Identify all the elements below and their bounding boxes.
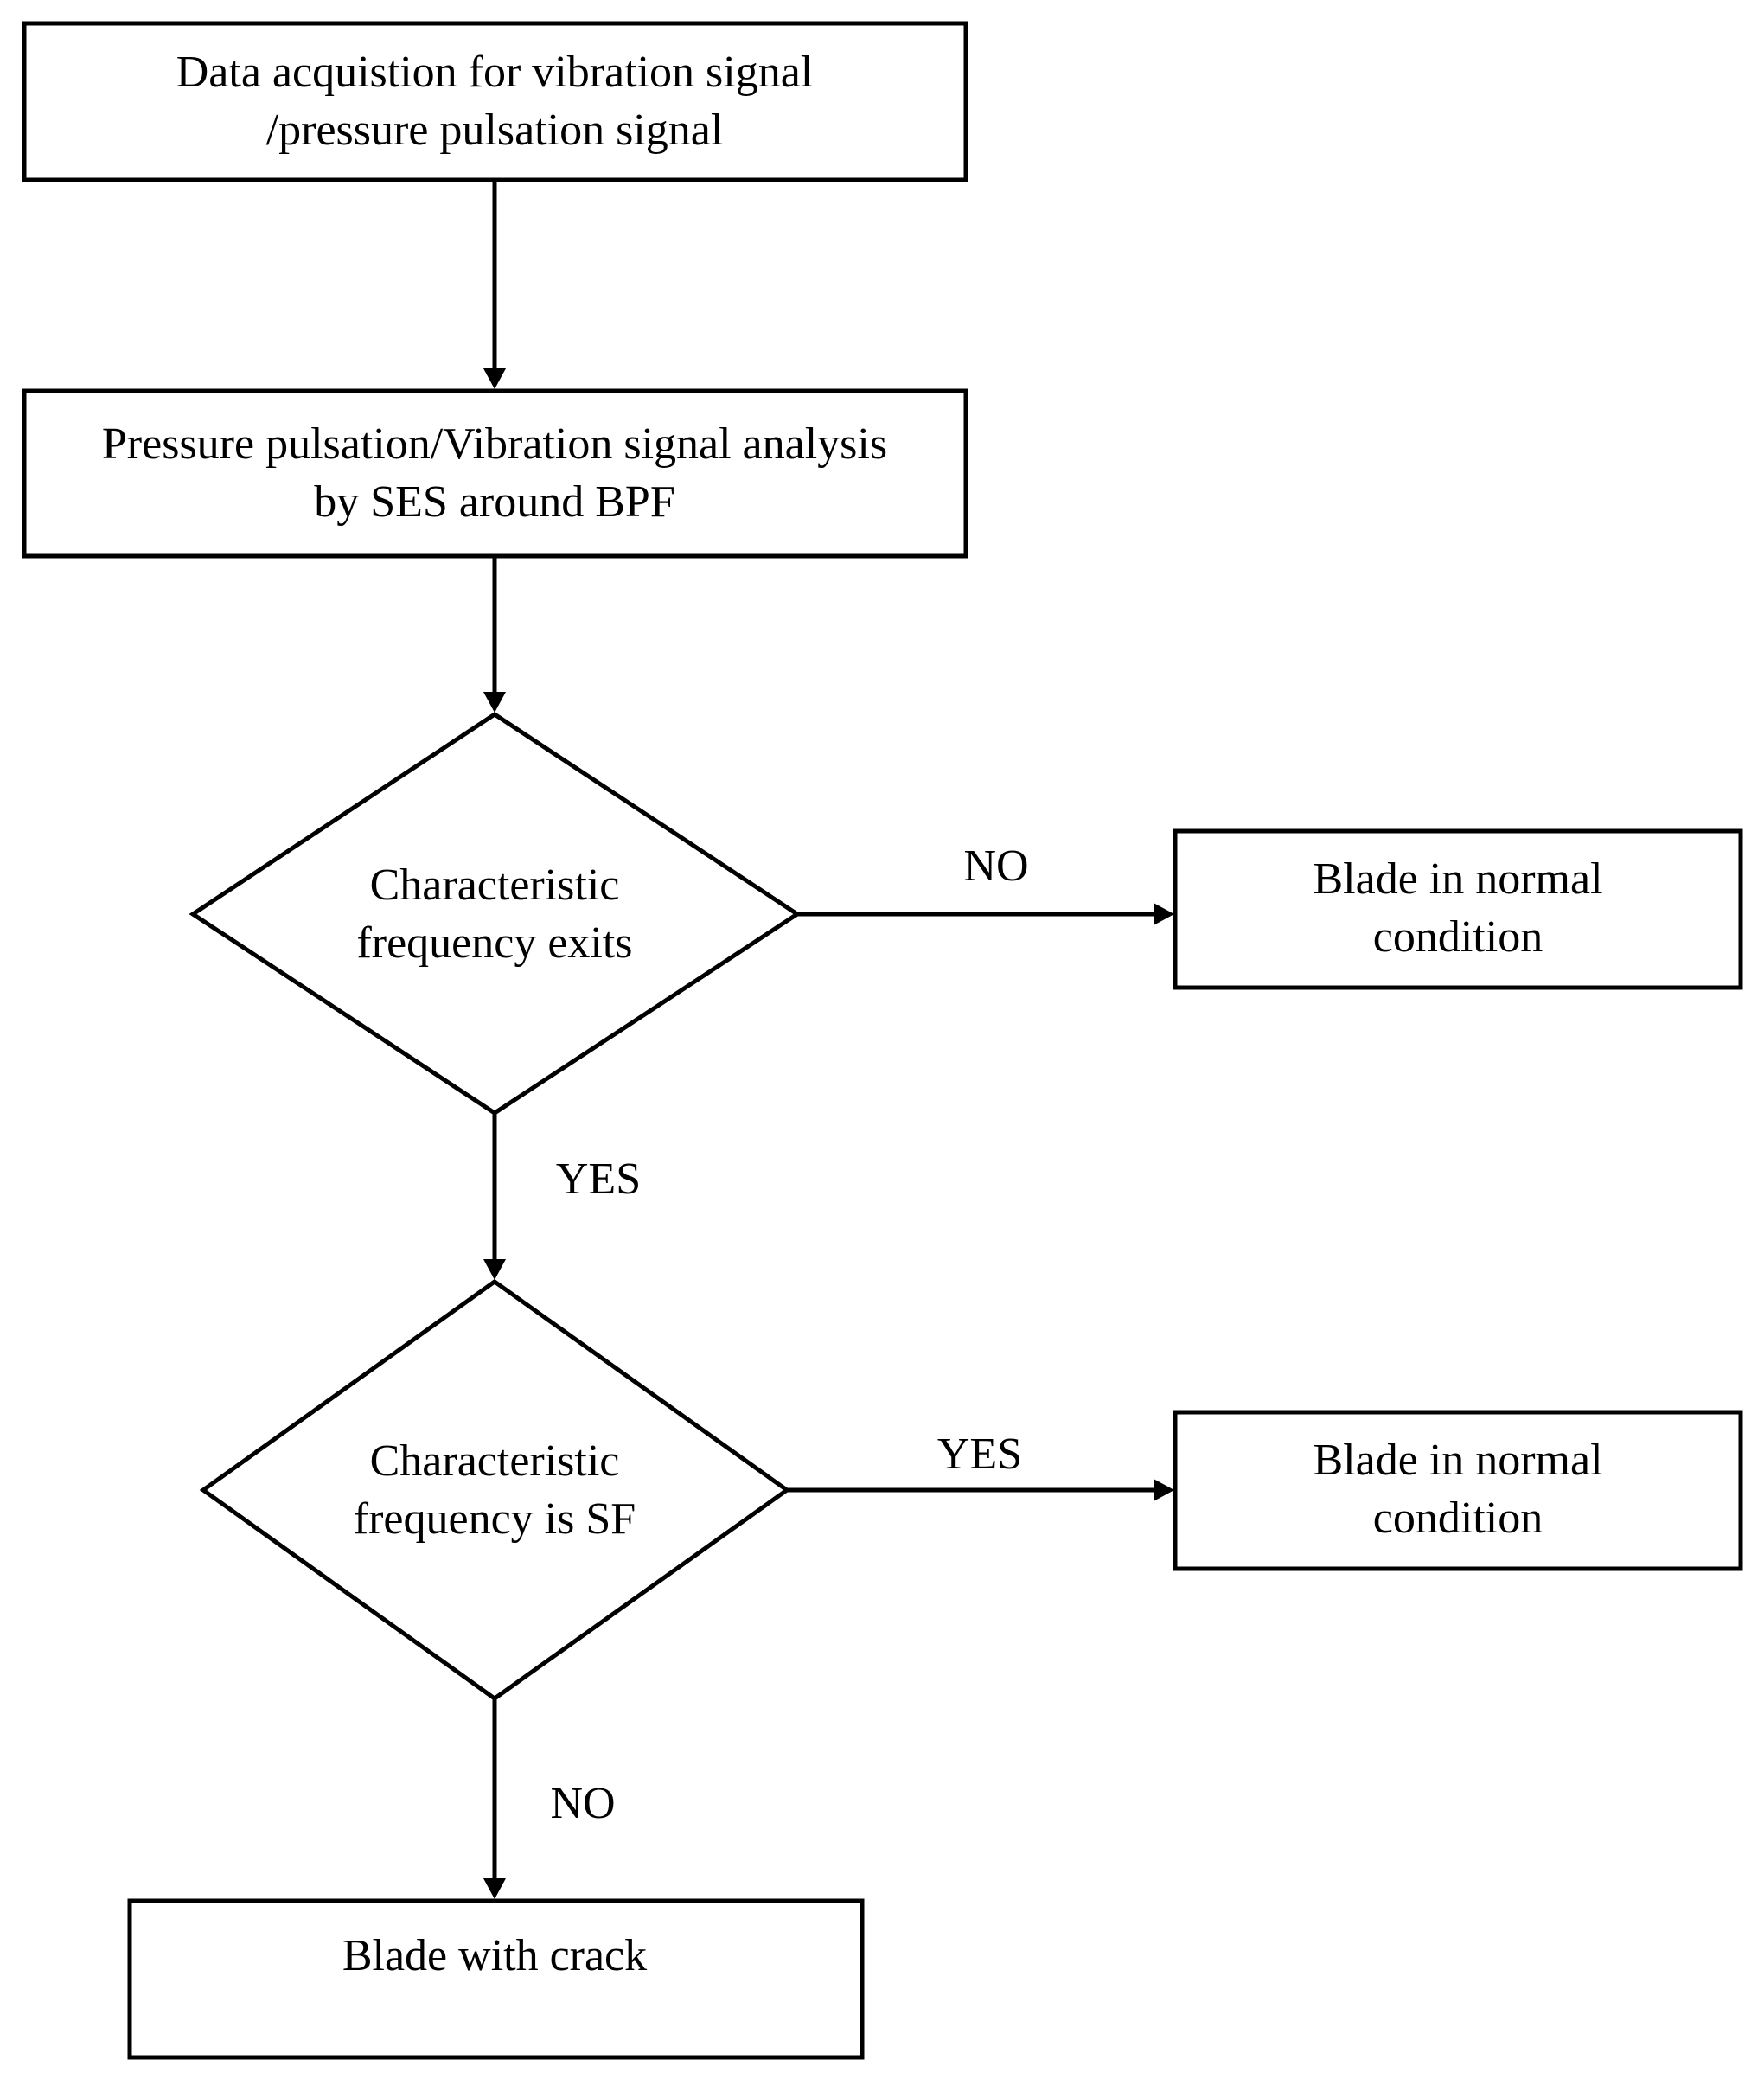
analysis-box: Pressure pulsation/Vibration signal anal… <box>22 388 968 559</box>
edge-label-sf-no: NO <box>550 1779 615 1828</box>
result-normal-1-label-line2: condition <box>1373 912 1543 962</box>
analysis-label-line2: by SES around BPF <box>314 477 675 527</box>
analysis-label-line1: Pressure pulsation/Vibration signal anal… <box>102 419 887 469</box>
result-normal-2-label-line2: condition <box>1373 1494 1543 1543</box>
acquisition-box: Data acquistion for vibration signal /pr… <box>22 21 968 182</box>
edge-label-exists-no: NO <box>963 841 1028 891</box>
edge-label-exists-yes: YES <box>556 1155 641 1204</box>
connector-decision-sf-yes <box>787 1479 1174 1501</box>
connector-decision-sf-no <box>483 1698 506 1899</box>
result-crack-box: Blade with crack <box>127 1898 865 2060</box>
connector-decision-exists-no <box>797 903 1174 925</box>
acquisition-label-line2: /pressure pulsation signal <box>266 106 724 155</box>
decision-exists-label-line1: Characteristic <box>370 860 620 910</box>
result-normal-box-2: Blade in normal condition <box>1173 1410 1743 1571</box>
decision-sf-label-line1: Characteristic <box>370 1436 620 1486</box>
decision-exists-diamond: Characteristic frequency exits <box>189 712 802 1116</box>
connector-acquisition-to-analysis <box>483 180 506 389</box>
decision-exists-label-line2: frequency exits <box>356 918 632 968</box>
decision-sf-label-line2: frequency is SF <box>354 1494 636 1544</box>
edge-label-sf-yes: YES <box>937 1430 1022 1479</box>
decision-sf-diamond: Characteristic frequency is SF <box>199 1278 791 1702</box>
result-normal-2-label-line1: Blade in normal <box>1313 1436 1602 1485</box>
result-crack-label: Blade with crack <box>342 1931 647 1980</box>
acquisition-label-line1: Data acquistion for vibration signal <box>176 48 813 97</box>
result-normal-box-1: Blade in normal condition <box>1173 828 1743 990</box>
result-normal-1-label-line1: Blade in normal <box>1313 854 1602 904</box>
connector-analysis-to-decision-exists <box>483 556 506 713</box>
connector-decision-exists-yes <box>483 1113 506 1280</box>
